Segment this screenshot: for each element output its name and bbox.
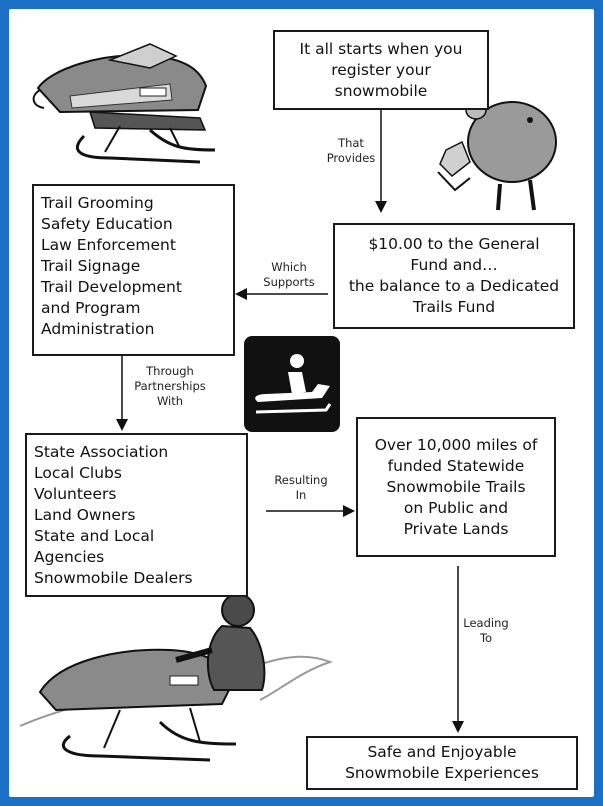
trails-box: Over 10,000 miles of funded Statewide Sn… (356, 417, 556, 557)
fund-line: $10.00 to the General (368, 235, 540, 253)
trails-line: Private Lands (403, 519, 509, 538)
label-leading: Leading To (456, 616, 516, 646)
program-item: Administration (41, 320, 155, 338)
program-item: Trail Signage (41, 257, 141, 275)
trails-line: Snowmobile Trails (386, 477, 526, 496)
trails-line: on Public and (403, 498, 509, 517)
partner-item: Snowmobile Dealers (34, 569, 193, 587)
partner-item: State Association (34, 443, 169, 461)
label-line: Supports (263, 275, 315, 289)
label-line: With (156, 394, 184, 408)
trails-line: Over 10,000 miles of (374, 435, 538, 454)
label-line: Which (271, 260, 307, 274)
program-item: Trail Grooming (41, 194, 154, 212)
fund-line: Fund and… (410, 256, 498, 274)
label-line: In (295, 488, 307, 502)
label-provides: That Provides (326, 136, 376, 166)
register-line: It all starts when you (299, 39, 463, 58)
label-partnerships: Through Partnerships With (130, 364, 210, 409)
label-supports: Which Supports (256, 260, 322, 290)
program-item: Safety Education (41, 215, 173, 233)
program-item: Law Enforcement (41, 236, 176, 254)
snowmobile-top-icon (32, 43, 216, 164)
label-line: Through (146, 364, 194, 378)
snowmobile-rider-icon (19, 593, 333, 762)
partners-box: State Association Local Clubs Volunteers… (25, 433, 248, 597)
program-item: Trail Development (41, 278, 182, 296)
register-line: register your (331, 60, 431, 79)
label-line: Leading (463, 616, 509, 630)
fund-line: the balance to a Dedicated (348, 277, 560, 295)
partner-item: Volunteers (34, 485, 117, 503)
label-line: To (479, 631, 493, 645)
snowmobile-trail-sign-icon (244, 336, 340, 432)
programs-box: Trail Grooming Safety Education Law Enfo… (32, 184, 235, 356)
partner-item: Land Owners (34, 506, 136, 524)
register-line: snowmobile (334, 81, 428, 100)
program-item: and Program (41, 299, 141, 317)
label-line: Provides (326, 151, 376, 165)
register-box: It all starts when you register your sno… (273, 30, 489, 110)
label-resulting: Resulting In (266, 473, 336, 503)
label-line: That (338, 136, 364, 150)
label-line: Resulting (274, 473, 328, 487)
partner-item: State and Local (34, 527, 155, 545)
partner-item: Agencies (34, 548, 105, 566)
fund-line: Trails Fund (412, 298, 496, 316)
trails-line: funded Statewide (387, 456, 525, 475)
fund-box: $10.00 to the General Fund and… the bala… (333, 223, 575, 329)
safe-box: Safe and Enjoyable Snowmobile Experience… (306, 736, 578, 790)
safe-line: Snowmobile Experiences (345, 764, 539, 782)
safe-line: Safe and Enjoyable (367, 743, 517, 761)
label-line: Partnerships (134, 379, 206, 393)
piggy-bank-icon (437, 100, 557, 211)
partner-item: Local Clubs (34, 464, 122, 482)
